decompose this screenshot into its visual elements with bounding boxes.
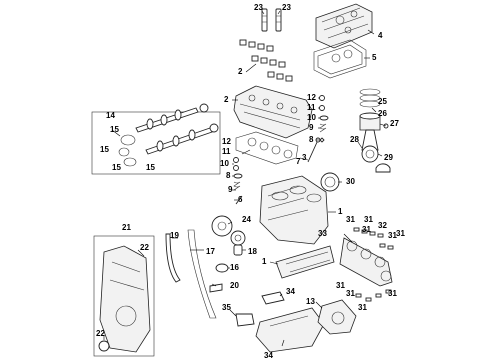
callout-9-left: 9: [228, 185, 233, 194]
callout-3: 3: [302, 153, 307, 162]
callout-30: 30: [346, 177, 355, 186]
callout-31-h: 31: [358, 303, 367, 312]
callout-14: 14: [106, 111, 115, 120]
callout-31-c: 31: [362, 225, 371, 234]
callout-9-right: 9: [309, 123, 314, 132]
leader-lines: [103, 10, 387, 347]
callout-4: 4: [378, 31, 383, 40]
callout-27: 27: [390, 119, 399, 128]
chain-guide-lower: [209, 283, 223, 293]
timing-chain: [187, 229, 217, 319]
callout-22-upper: 22: [140, 243, 149, 252]
rear-main-seal: [320, 172, 340, 192]
oil-pan: [255, 307, 325, 353]
callout-1-bedplate: 1: [262, 257, 267, 266]
callout-2-lifters: 2: [238, 67, 243, 76]
crankshaft: [339, 237, 393, 287]
callout-15-b: 15: [100, 145, 109, 154]
callout-7: 7: [296, 157, 301, 166]
callout-29: 29: [384, 153, 393, 162]
callout-21: 21: [122, 223, 131, 232]
callout-31-d: 31: [388, 231, 397, 240]
callout-5: 5: [372, 53, 377, 62]
callout-33: 33: [318, 229, 327, 238]
callout-11-left: 11: [222, 147, 231, 156]
callout-20: 20: [230, 281, 239, 290]
tensioner: [233, 244, 243, 256]
chain-guide: [165, 233, 181, 283]
callout-12-right: 12: [307, 93, 316, 102]
callout-34-bracket: 34: [286, 287, 295, 296]
callout-16: 16: [230, 263, 239, 272]
callout-23-left: 23: [254, 3, 263, 12]
tensioner-plunger: [215, 263, 229, 273]
water-pump: [317, 299, 357, 335]
callout-labels: 23 23 4 5 2 2 3 7 12 11 10 9 8 14 15 15 …: [96, 3, 405, 360]
callout-34-pan: 34: [264, 351, 273, 360]
callout-23-right: 23: [282, 3, 291, 12]
callout-31-b: 31: [364, 215, 373, 224]
crankshaft-sprocket: [230, 230, 246, 246]
oil-pickup-tube: [235, 313, 255, 327]
cylinder-head: [233, 85, 313, 139]
oil-pan-baffle: [261, 291, 285, 305]
callout-26: 26: [378, 109, 387, 118]
callout-2-head: 2: [224, 95, 229, 104]
callout-6: 6: [238, 195, 243, 204]
callout-28: 28: [350, 135, 359, 144]
callout-11-right: 11: [307, 103, 316, 112]
callout-15-c: 15: [112, 163, 121, 172]
head-gasket: [235, 131, 299, 165]
callout-13: 13: [306, 297, 315, 306]
callout-10-left: 10: [220, 159, 229, 168]
valve-cover-gasket: [313, 39, 367, 79]
callout-8-right: 8: [309, 135, 314, 144]
callout-35: 35: [222, 303, 231, 312]
engine-block: [259, 175, 329, 245]
fuel-injector-pair: [261, 8, 282, 32]
callout-31-a: 31: [346, 215, 355, 224]
camshaft-assembly: [91, 103, 221, 175]
camshaft-sprocket: [211, 215, 233, 237]
callout-31-e: 31: [396, 229, 405, 238]
callout-19: 19: [170, 231, 179, 240]
callout-22-lower: 22: [96, 329, 105, 338]
callout-15-a: 15: [110, 125, 119, 134]
callout-17: 17: [206, 247, 215, 256]
callout-15-d: 15: [146, 163, 155, 172]
callout-1-block: 1: [338, 207, 343, 216]
callout-12-left: 12: [222, 137, 231, 146]
front-crank-seal: [98, 340, 110, 352]
callout-31-g: 31: [346, 289, 355, 298]
callout-8-left: 8: [226, 171, 231, 180]
callout-24: 24: [242, 215, 251, 224]
hydraulic-lifter-set: [239, 39, 293, 82]
callout-10-right: 10: [307, 113, 316, 122]
callout-31-i: 31: [388, 289, 397, 298]
piston-assembly: [359, 88, 391, 173]
callout-31-f: 31: [336, 281, 345, 290]
callout-25: 25: [378, 97, 387, 106]
main-bearing-cap-girdle: [275, 245, 335, 279]
timing-cover: [93, 235, 155, 357]
callout-32: 32: [378, 221, 387, 230]
valve-cover: [315, 3, 373, 49]
callout-18: 18: [248, 247, 257, 256]
main-bearing-shells: [353, 227, 394, 302]
